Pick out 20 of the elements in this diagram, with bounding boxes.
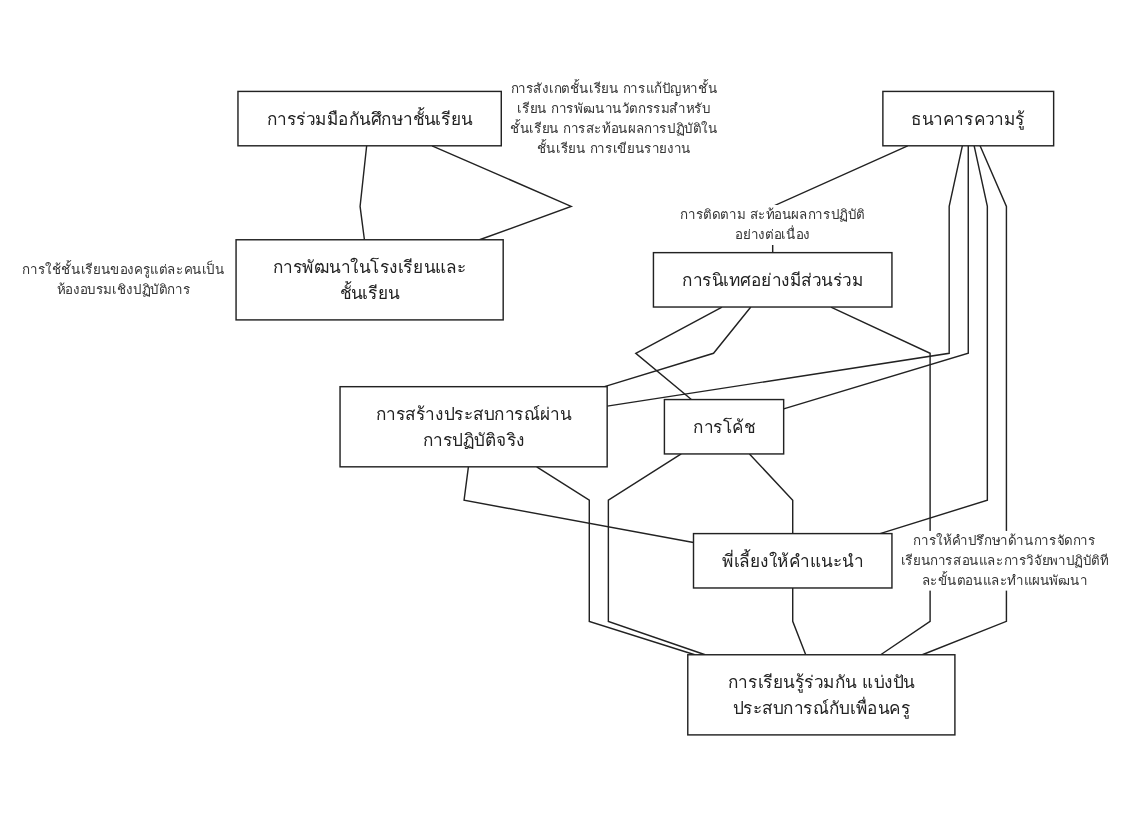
node-label: การสังเกตชั้นเรียน การแก้ปัญหาชั้นเรียน การพัฒนานวัตกรรมสำหรับชั้นเรียน การสะท้อนผลการปฏิบัติในชั้นเรียน การเขียนรายงาน	[510, 80, 718, 156]
connector	[603, 306, 752, 388]
node-label: การให้คำปรึกษาด้านการจัดการเรียนการสอนและการวิจัยพาปฏิบัติทีละขั้นตอนและทำแผนพัฒนา	[900, 532, 1109, 588]
connector	[359, 144, 368, 241]
node-box: การเรียนรู้ร่วมกัน แบ่งปันประสบการณ์กับเพื่อนครู	[687, 653, 956, 736]
connector	[634, 306, 723, 401]
node-box: ธนาคารความรู้	[882, 90, 1055, 147]
node-label: การติดตาม สะท้อนผลการปฏิบัติอย่างต่อเนื่อง	[680, 206, 865, 242]
node-label: การใช้ชั้นเรียนของครูแต่ละคนเป็นห้องอบรมเชิงปฏิบัติการ	[22, 261, 225, 297]
connector	[607, 453, 706, 656]
connector	[431, 144, 574, 241]
node-box: การสร้างประสบการณ์ผ่านการปฏิบัติจริง	[339, 385, 608, 468]
connector	[921, 144, 1008, 656]
connector	[792, 587, 807, 656]
node-box: การโค้ช	[663, 398, 785, 455]
connector	[748, 453, 794, 535]
node-box: การร่วมมือกันศึกษาชั้นเรียน	[237, 90, 502, 147]
node-box: การนิเทศอย่างมีส่วนร่วม	[652, 251, 893, 308]
node-box: พี่เลี้ยงให้คำแนะนำ	[692, 532, 893, 589]
node-box: การพัฒนาในโรงเรียนและชั้นเรียน	[235, 238, 504, 321]
